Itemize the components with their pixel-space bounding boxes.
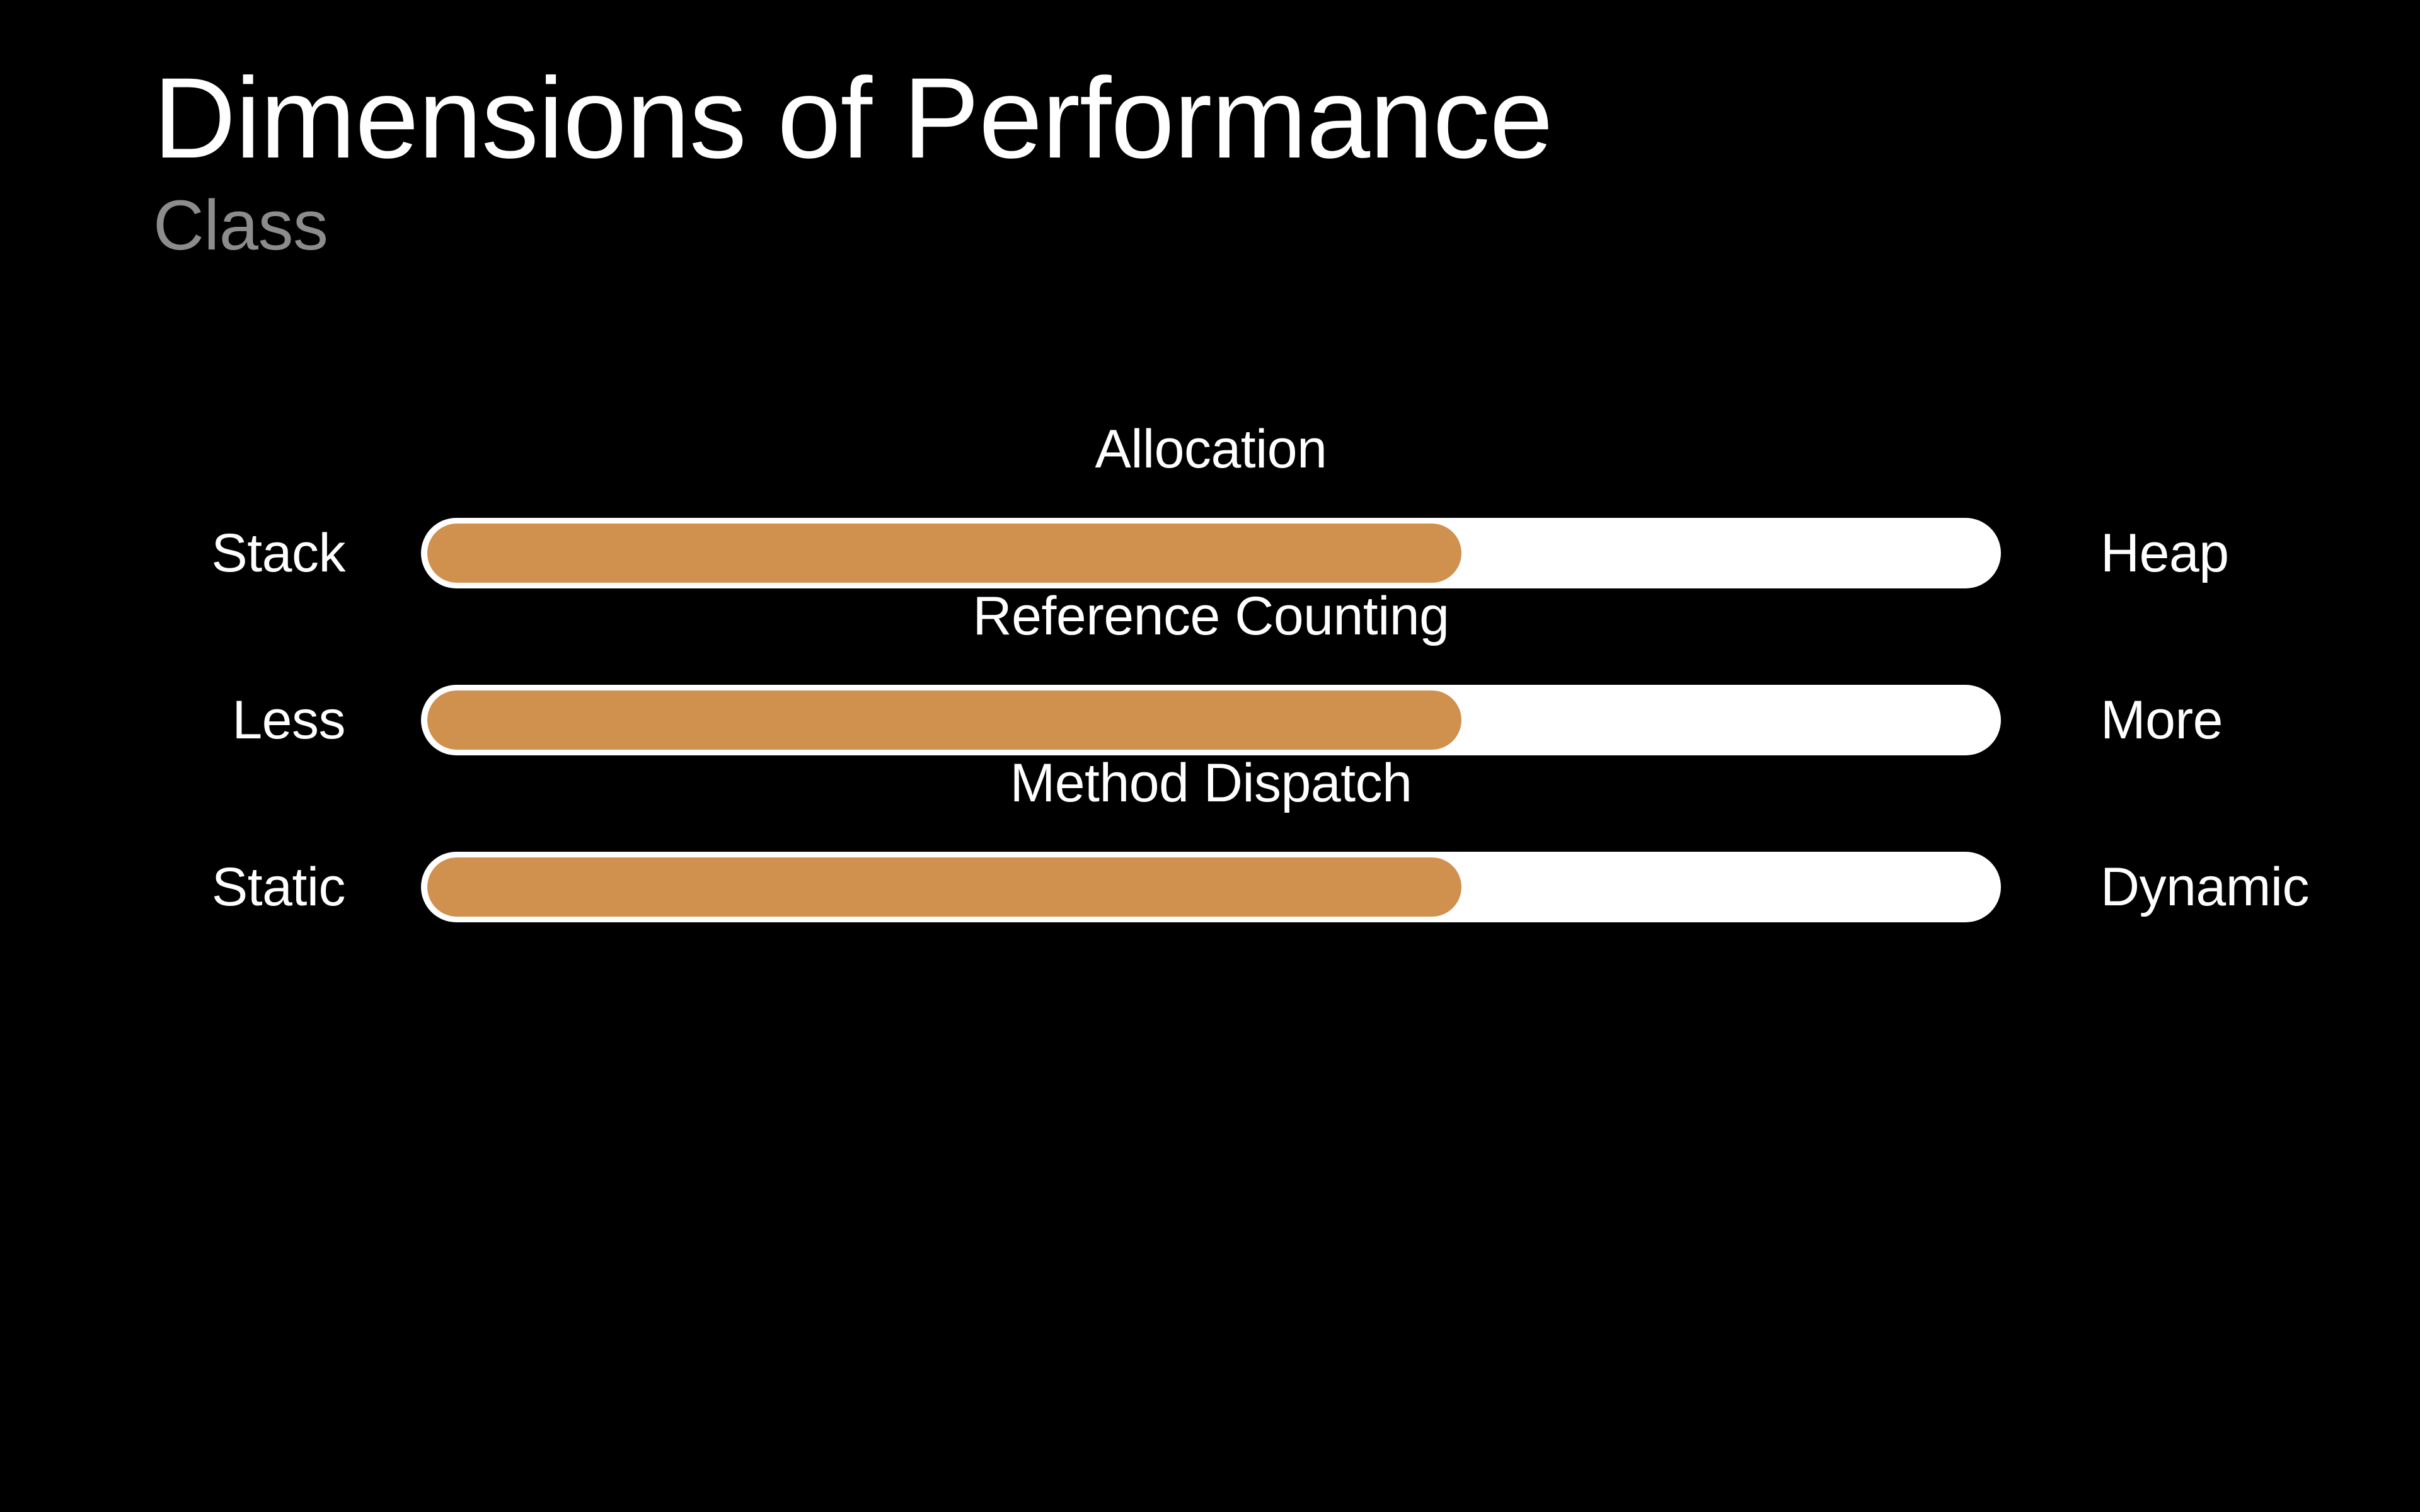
dimension-title: Method Dispatch [1010, 753, 1412, 813]
slider-row: Allocation Stack Heap [0, 422, 2420, 589]
slider-track-wrap[interactable] [421, 518, 2001, 588]
slider-track[interactable] [421, 685, 2001, 755]
slider-max-label: More [2100, 690, 2223, 750]
slider-fill[interactable] [427, 857, 1462, 917]
slider-row: Reference Counting Less More [0, 589, 2420, 756]
dimension-slider-group: Allocation Stack Heap Reference Counting… [0, 422, 2420, 923]
page-title: Dimensions of Performance [153, 54, 1553, 182]
slide-header: Dimensions of Performance Class [153, 60, 2044, 261]
dimension-title: Allocation [1095, 419, 1327, 479]
dimension-title: Reference Counting [972, 586, 1449, 646]
slider-row: Method Dispatch Static Dynamic [0, 756, 2420, 923]
slider-fill[interactable] [427, 524, 1462, 583]
slider-min-label: Less [232, 690, 345, 750]
slider-max-label: Heap [2100, 523, 2229, 583]
slider-track-wrap[interactable] [421, 685, 2001, 755]
page-subtitle: Class [153, 186, 328, 265]
slider-track[interactable] [421, 852, 2001, 922]
slider-max-label: Dynamic [2100, 857, 2310, 917]
slider-fill[interactable] [427, 690, 1462, 750]
slider-min-label: Static [211, 857, 346, 917]
slider-min-label: Stack [211, 523, 345, 583]
slider-track[interactable] [421, 518, 2001, 588]
slider-track-wrap[interactable] [421, 852, 2001, 922]
